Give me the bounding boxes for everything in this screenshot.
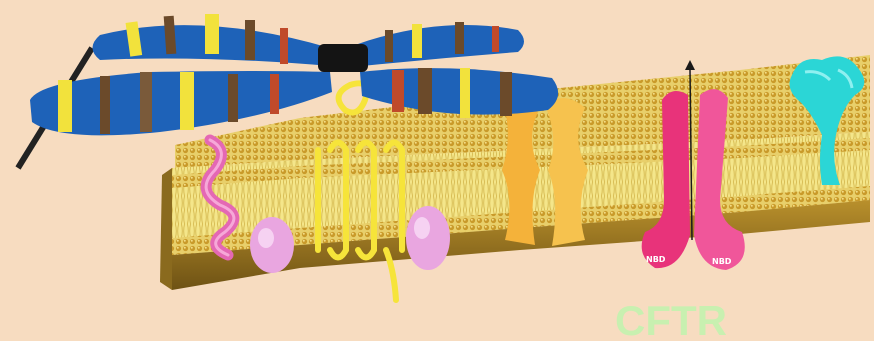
arrow-head-icon	[685, 60, 695, 70]
nbd-label-right: NBD	[712, 257, 732, 266]
cftr-label: CFTR	[615, 297, 727, 341]
pink-globular-protein-right	[406, 206, 450, 270]
centromere	[318, 44, 368, 72]
pink-globular-protein-left	[250, 217, 294, 273]
nbd-label-left: NBD	[646, 255, 666, 264]
